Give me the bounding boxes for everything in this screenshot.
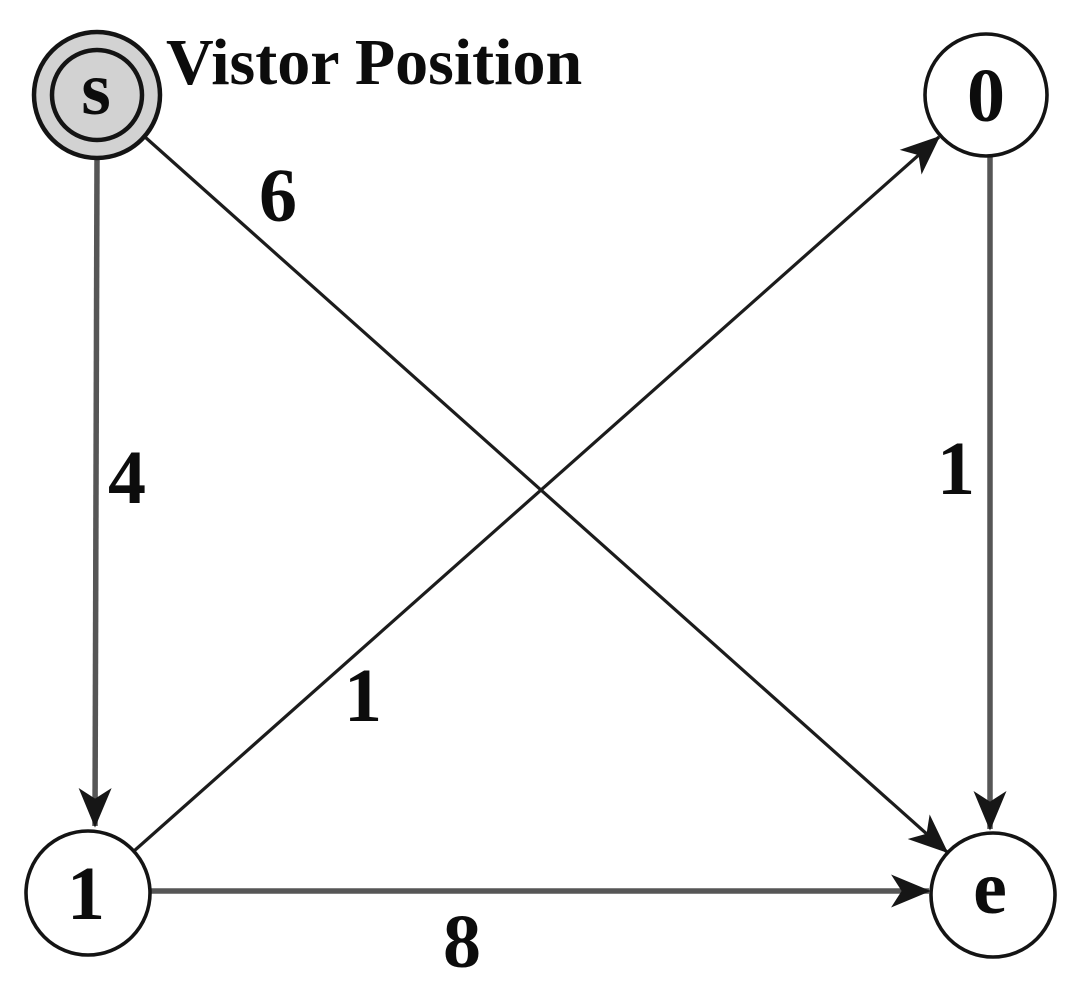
edge-weight-s-e: 6 <box>259 154 297 238</box>
node-e: e <box>929 831 1057 959</box>
edge-s-to-e <box>143 135 949 854</box>
node-1: 1 <box>24 829 152 957</box>
node-s: s <box>31 29 163 161</box>
node-s-inner-circle <box>49 47 145 143</box>
edge-weight-1-e: 8 <box>443 900 481 984</box>
edge-weight-s-1: 4 <box>108 436 146 520</box>
node-1-label: 1 <box>67 852 105 936</box>
node-0-label: 0 <box>967 54 1005 138</box>
node-0: 0 <box>923 32 1049 158</box>
node-s-label: s <box>81 47 111 131</box>
edge-s-to-1 <box>78 157 112 828</box>
node-e-circle <box>929 831 1057 959</box>
node-1-circle <box>24 829 152 957</box>
edge-1-to-0 <box>132 135 941 853</box>
page-title: Vistor Position <box>166 26 582 99</box>
node-0-circle <box>923 32 1049 158</box>
node-e-label: e <box>973 846 1007 930</box>
edge-weight-0-e: 1 <box>937 427 975 511</box>
edge-weight-1-0: 1 <box>344 654 382 738</box>
